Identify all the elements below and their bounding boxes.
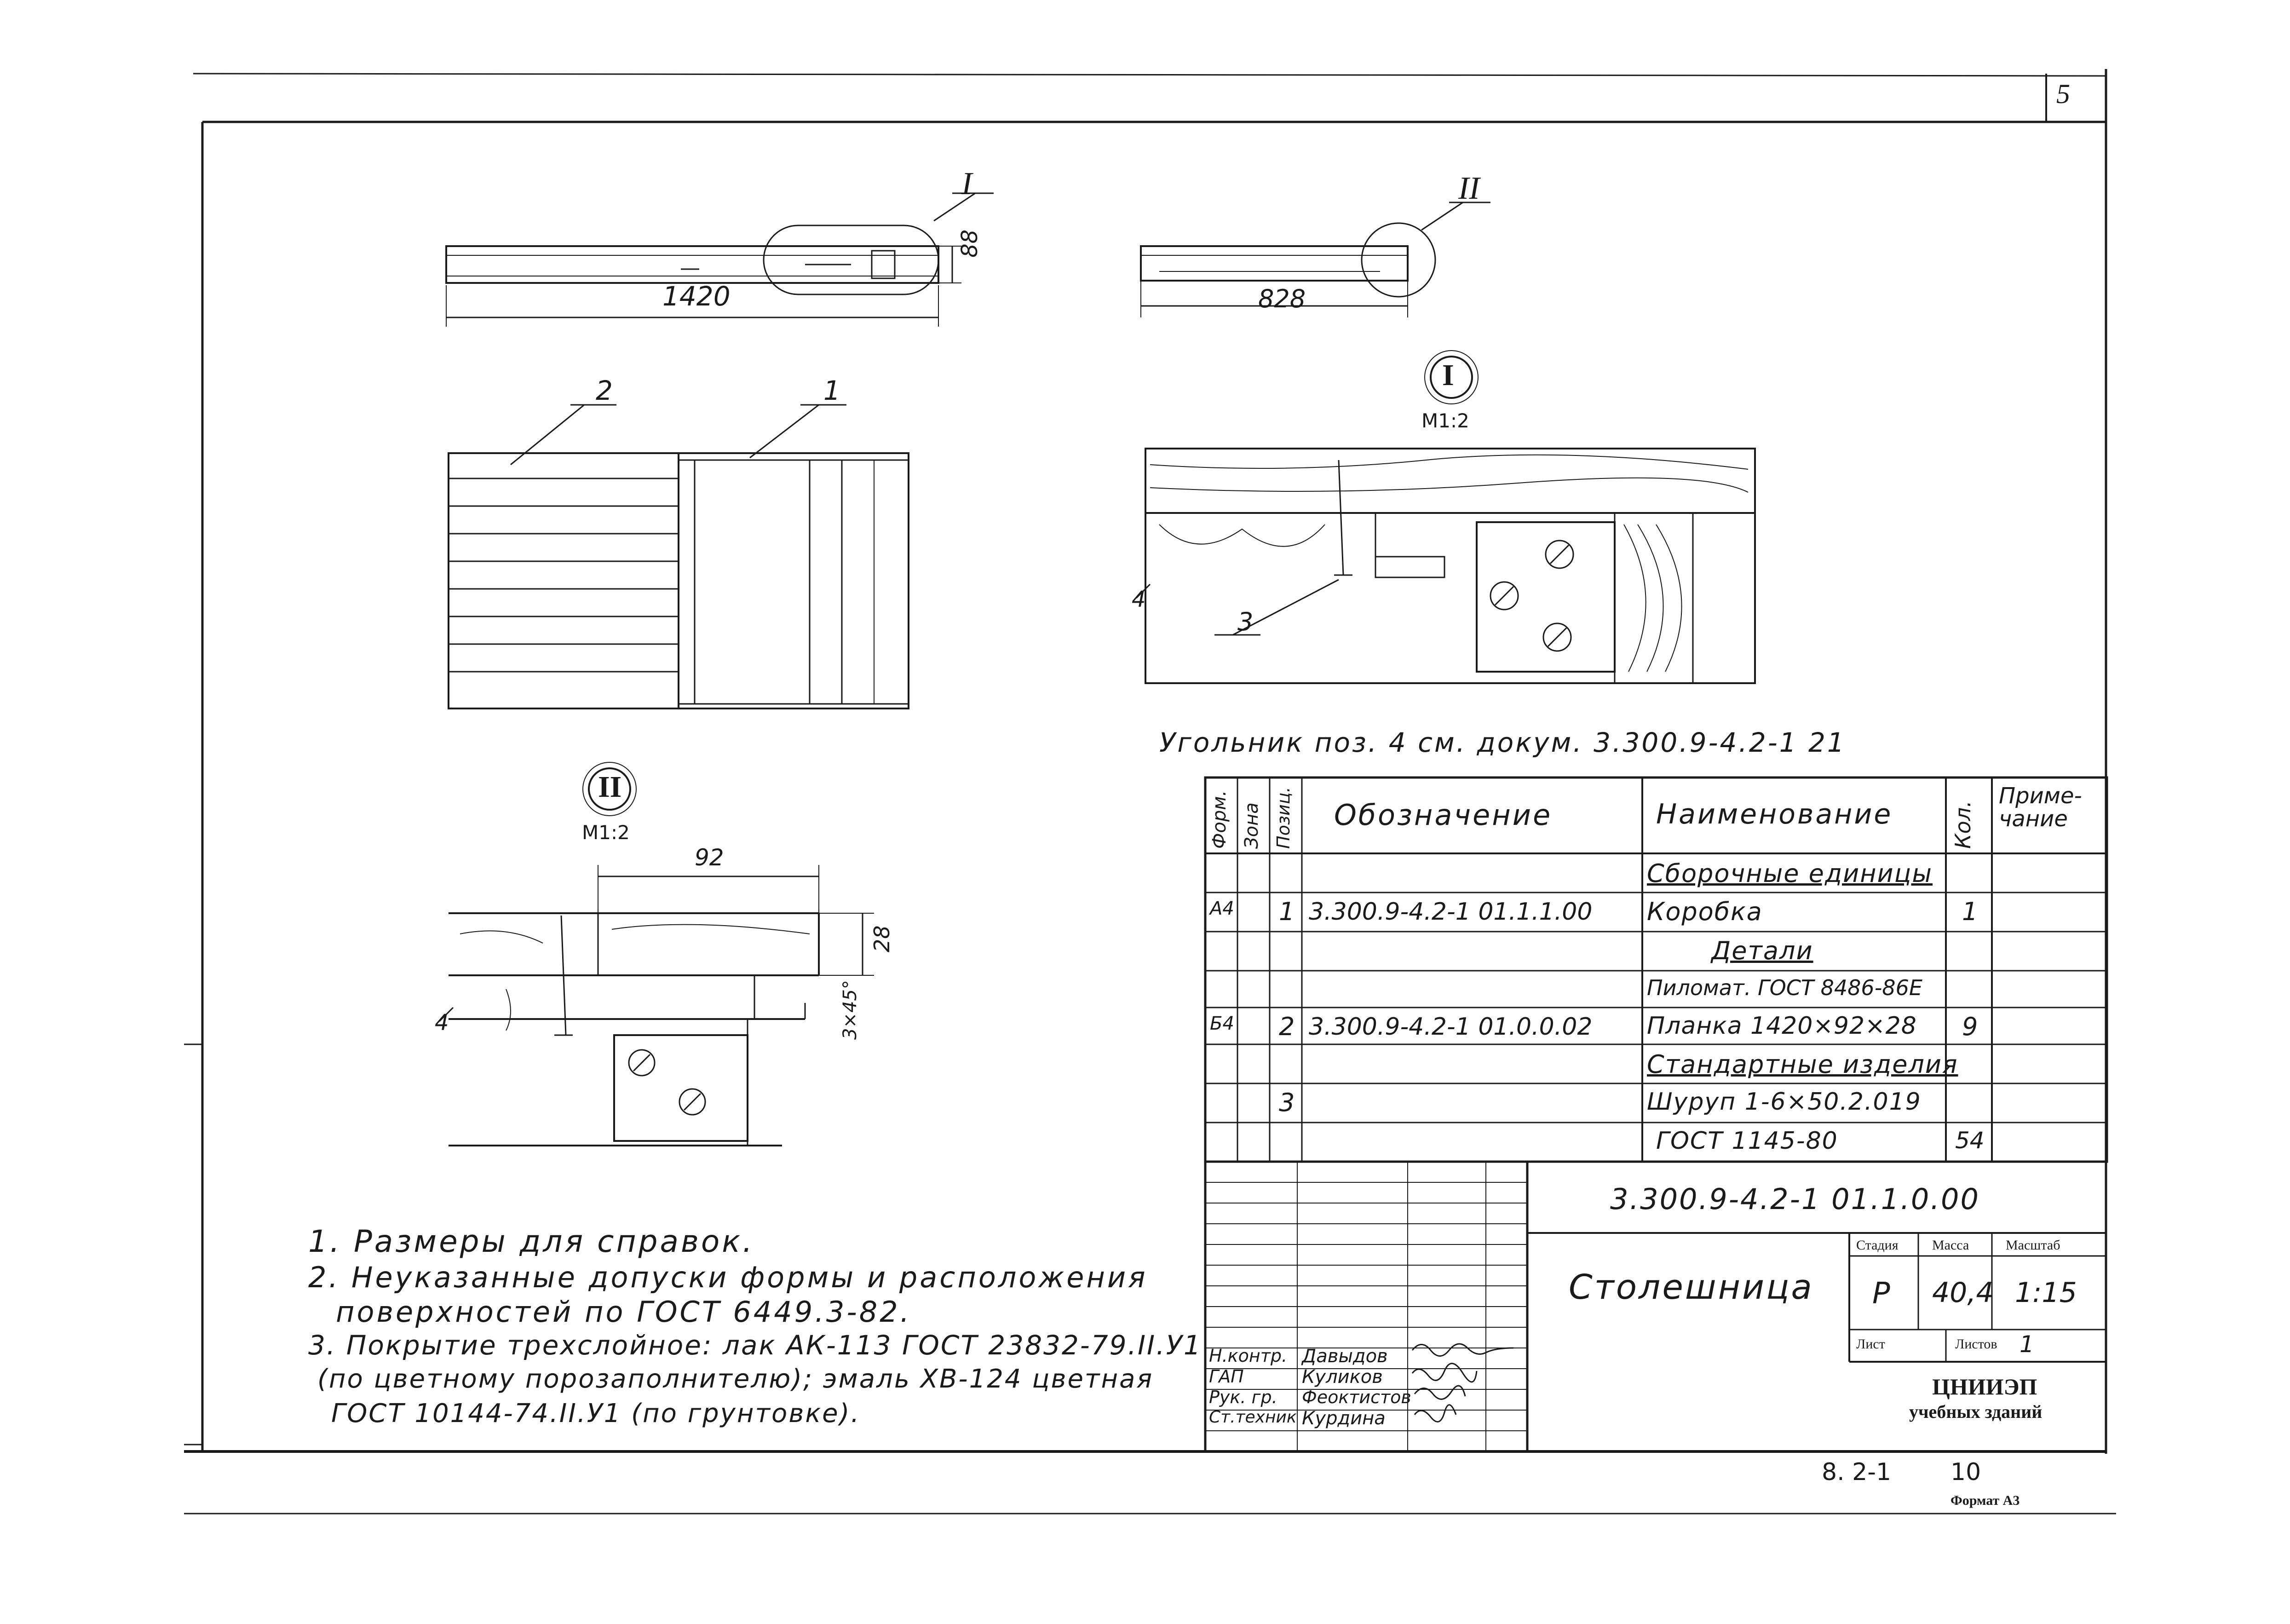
spec-header-note: Приме-чание xyxy=(1999,783,2082,832)
detail-1-marker: I xyxy=(1442,358,1454,392)
spec-header-format: Форм. xyxy=(1209,790,1230,849)
note-line-5: (по цветному порозаполнителю); эмаль ХВ-… xyxy=(317,1364,1154,1394)
leader-label-2: 2 xyxy=(596,375,613,406)
scale-label: Масштаб xyxy=(2006,1238,2060,1253)
bottom-page: 10 xyxy=(1951,1458,1981,1486)
drawing-title: Столешница xyxy=(1569,1267,1814,1307)
signer-name: Куликов xyxy=(1302,1366,1383,1388)
note-line-4: 3. Покрытие трехслойное: лак АК-113 ГОСТ… xyxy=(308,1330,1202,1361)
spec-row-format: А4 xyxy=(1210,898,1234,919)
signer-role: ГАП xyxy=(1209,1366,1244,1387)
leader-label-1: 1 xyxy=(823,375,840,406)
leader-label-4b: 4 xyxy=(435,1010,449,1036)
sheets-label: Листов xyxy=(1955,1336,1997,1352)
spec-header-position: Позиц. xyxy=(1273,787,1294,849)
spec-row-designation: 3.300.9-4.2-1 01.0.0.02 xyxy=(1309,1013,1593,1041)
spec-row-designation: 3.300.9-4.2-1 01.1.1.00 xyxy=(1309,898,1593,926)
dim-detail2-thickness: 28 xyxy=(869,925,894,952)
dim-detail2-chamfer: 3×45° xyxy=(840,980,861,1040)
scale-value: 1:15 xyxy=(2015,1277,2077,1309)
stage-label: Стадия xyxy=(1856,1238,1899,1253)
spec-row-position: 3 xyxy=(1279,1088,1295,1117)
corner-reference-note: Угольник поз. 4 см. докум. 3.300.9-4.2-1… xyxy=(1159,727,1846,758)
spec-header-name: Наименование xyxy=(1656,798,1893,830)
mass-label: Масса xyxy=(1932,1238,1969,1253)
top-view-callout: I xyxy=(961,166,972,202)
side-view-callout: II xyxy=(1458,171,1480,206)
spec-row-name: Стандартные изделия xyxy=(1647,1050,1958,1079)
spec-row-name: Детали xyxy=(1711,936,1813,965)
sheets-value: 1 xyxy=(2020,1331,2034,1358)
signer-name: Давыдов xyxy=(1302,1346,1388,1367)
organization-name: ЦНИИЭП xyxy=(1932,1374,2037,1399)
spec-row-name: Коробка xyxy=(1647,897,1763,926)
detail-2-marker: II xyxy=(598,770,622,804)
spec-row-format: Б4 xyxy=(1210,1013,1234,1034)
signer-name: Феоктистов xyxy=(1302,1387,1411,1407)
paper-format: Формат А3 xyxy=(1951,1493,2020,1508)
leader-label-4a: 4 xyxy=(1132,587,1146,612)
organization-subtitle: учебных зданий xyxy=(1909,1401,2043,1422)
dim-top-height: 88 xyxy=(957,229,983,258)
detail-2-scale: М1:2 xyxy=(582,821,630,844)
signer-role: Ст.техник xyxy=(1209,1408,1297,1427)
spec-row-name: Шуруп 1-6×50.2.019 xyxy=(1647,1088,1922,1116)
signer-role: Н.контр. xyxy=(1209,1346,1288,1366)
note-line-2: 2. Неуказанные допуски формы и расположе… xyxy=(308,1261,1148,1294)
spec-row-qty: 54 xyxy=(1955,1127,1985,1154)
stage-value: Р xyxy=(1872,1277,1890,1311)
spec-header-qty: Кол. xyxy=(1951,800,1975,849)
note-line-3: поверхностей по ГОСТ 6449.3-82. xyxy=(336,1295,912,1329)
detail-1-scale: М1:2 xyxy=(1421,409,1469,432)
mass-value: 40,4 xyxy=(1932,1277,1994,1309)
signer-name: Курдина xyxy=(1302,1408,1386,1429)
dim-side-length: 828 xyxy=(1258,284,1306,313)
dim-top-length: 1420 xyxy=(662,281,731,312)
spec-row-name: ГОСТ 1145-80 xyxy=(1656,1127,1838,1155)
leader-label-3: 3 xyxy=(1237,607,1254,636)
spec-row-position: 1 xyxy=(1279,897,1295,926)
spec-row-qty: 1 xyxy=(1962,897,1978,926)
document-code: 3.300.9-4.2-1 01.1.0.00 xyxy=(1610,1182,1980,1216)
bottom-code: 8. 2-1 xyxy=(1822,1458,1892,1486)
spec-row-name: Планка 1420×92×28 xyxy=(1647,1012,1917,1040)
signer-role: Рук. гр. xyxy=(1209,1387,1277,1407)
spec-header-designation: Обозначение xyxy=(1334,798,1553,832)
note-line-6: ГОСТ 10144-74.II.У1 (по грунтовке). xyxy=(331,1399,861,1428)
sheet-label: Лист xyxy=(1856,1336,1885,1352)
spec-header-zone: Зона xyxy=(1241,802,1262,849)
spec-row-qty: 9 xyxy=(1962,1012,1978,1041)
sheet-number: 5 xyxy=(2056,79,2070,109)
spec-row-name: Сборочные единицы xyxy=(1647,859,1933,888)
dim-detail2-width: 92 xyxy=(695,844,724,871)
note-line-1: 1. Размеры для справок. xyxy=(308,1224,755,1259)
spec-row-position: 2 xyxy=(1279,1012,1295,1041)
spec-row-name: Пиломат. ГОСТ 8486-86Е xyxy=(1647,975,1922,1000)
